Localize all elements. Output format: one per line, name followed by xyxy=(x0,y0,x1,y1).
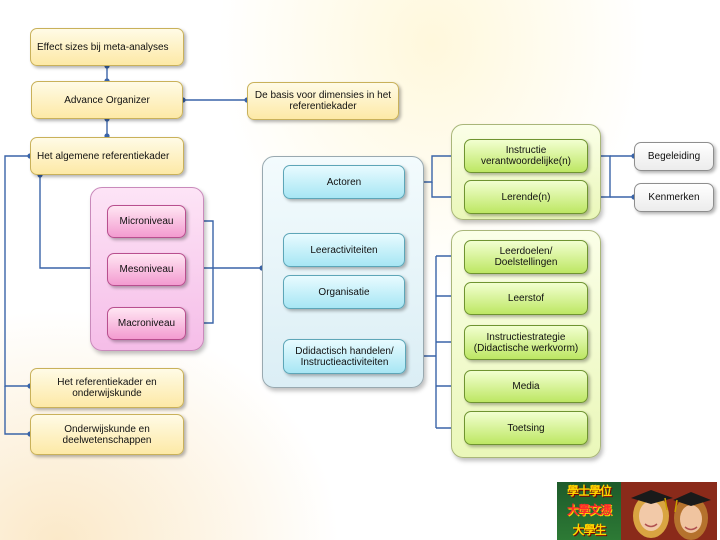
toetsing-box[interactable]: Toetsing xyxy=(464,411,588,445)
kenmerken-box[interactable]: Kenmerken xyxy=(634,183,714,212)
chinese-sign: 學士學位 大學文憑 大學生 xyxy=(557,482,621,540)
didactisch-handelen-box[interactable]: Ddidactisch handelen/ Instructieactivite… xyxy=(283,339,406,374)
sign-line-3: 大學生 xyxy=(572,522,606,537)
leeractiviteiten-box[interactable]: Leeractiviteiten xyxy=(283,233,405,267)
macroniveau-box[interactable]: Macroniveau xyxy=(107,307,186,340)
instructie-verantwoordelijke-box[interactable]: Instructie verantwoordelijke(n) xyxy=(464,139,588,173)
actoren-box[interactable]: Actoren xyxy=(283,165,405,199)
sign-line-1: 學士學位 xyxy=(566,484,612,499)
leerdoelen-box[interactable]: Leerdoelen/ Doelstellingen xyxy=(464,240,588,274)
onderwijskunde-deelwetenschappen-box[interactable]: Onderwijskunde en deelwetenschappen xyxy=(30,414,184,455)
algemene-referentiekader-box[interactable]: Het algemene referentiekader xyxy=(30,137,184,175)
media-box[interactable]: Media xyxy=(464,370,588,403)
referentiekader-onderwijskunde-box[interactable]: Het referentiekader en onderwijskunde xyxy=(30,368,184,408)
lerende-box[interactable]: Lerende(n) xyxy=(464,180,588,214)
organisatie-box[interactable]: Organisatie xyxy=(283,275,405,309)
effect-sizes-box[interactable]: Effect sizes bij meta-analyses xyxy=(30,28,184,66)
advance-organizer-box[interactable]: Advance Organizer xyxy=(31,81,183,119)
microniveau-box[interactable]: Microniveau xyxy=(107,205,186,238)
instructiestrategie-box[interactable]: Instructiestrategie (Didactische werkvor… xyxy=(464,325,588,360)
mesoniveau-box[interactable]: Mesoniveau xyxy=(107,253,186,286)
leerstof-box[interactable]: Leerstof xyxy=(464,282,588,315)
begeleiding-box[interactable]: Begeleiding xyxy=(634,142,714,171)
sign-line-2: 大學文憑 xyxy=(566,503,612,518)
basis-dimensies-box[interactable]: De basis voor dimensies in het referenti… xyxy=(247,82,399,120)
graduates-icon xyxy=(621,482,717,540)
graduation-photo: 學士學位 大學文憑 大學生 xyxy=(557,482,717,540)
